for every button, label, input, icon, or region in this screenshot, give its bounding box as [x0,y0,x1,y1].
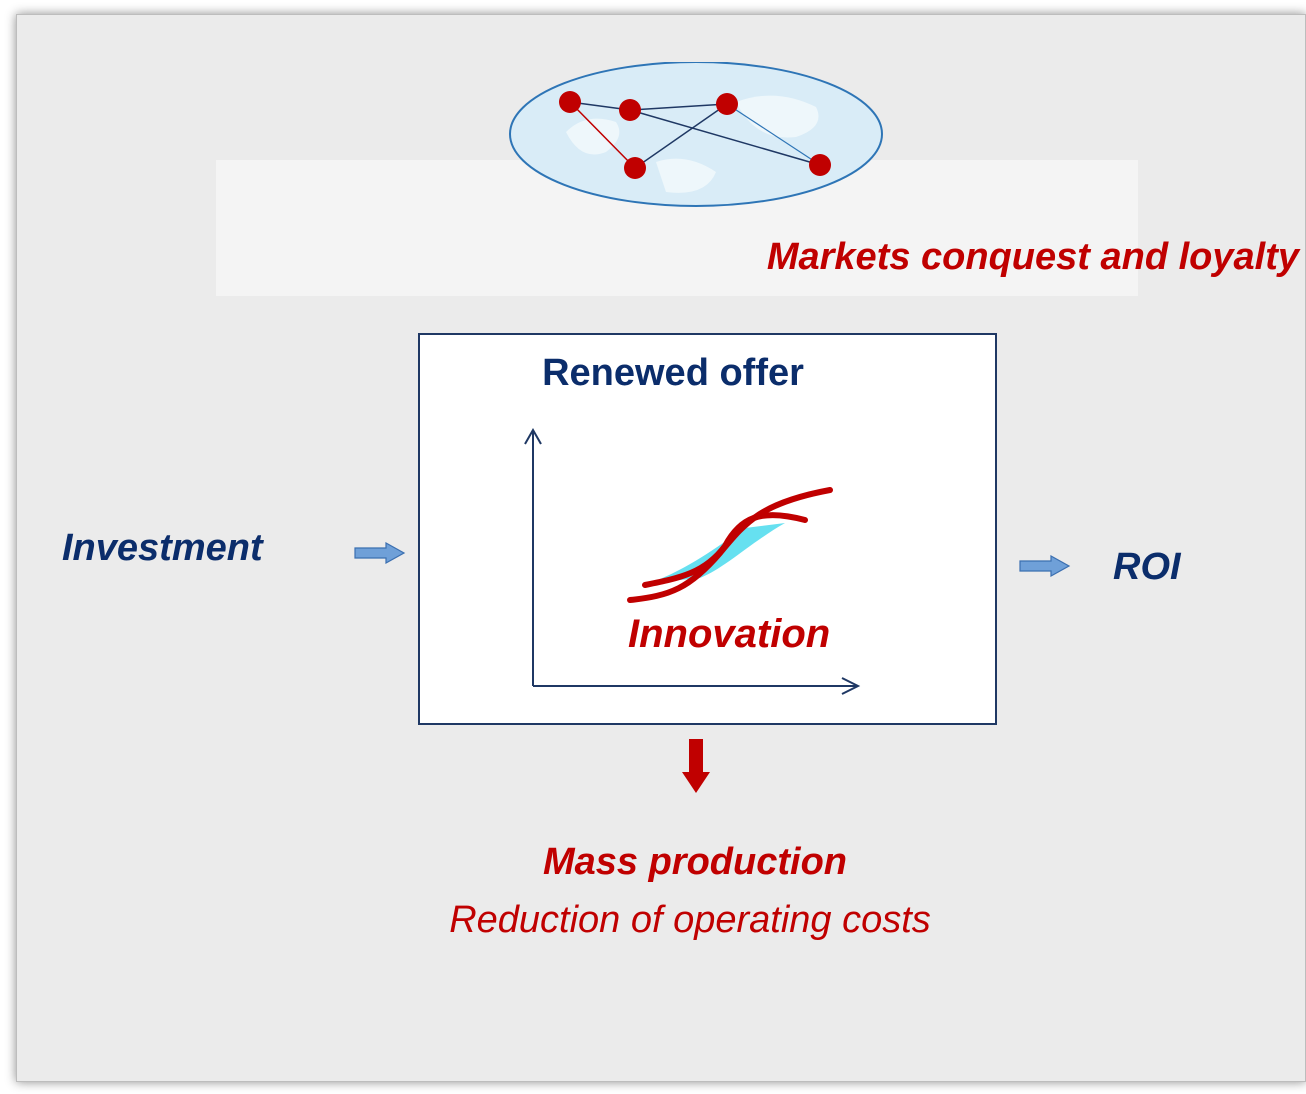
arrow-down-icon [682,739,710,793]
arrow-right-icon [1019,555,1071,577]
innovation-curve-chart [524,428,861,695]
markets-label: Markets conquest and loyalty [766,236,1299,278]
innovation-curve-2 [642,512,808,588]
network-globe-icon [509,62,883,207]
arrow-right-icon [354,542,406,564]
mass-production-title: Mass production [542,841,848,883]
chart-axes [524,428,861,695]
renewed-offer-title: Renewed offer [542,352,804,394]
cost-reduction-subtitle: Reduction of operating costs [449,899,931,941]
innovation-label: Innovation [628,612,831,656]
investment-label: Investment [62,527,263,569]
renewed-offer-box [418,333,997,725]
roi-label: ROI [1113,546,1181,588]
